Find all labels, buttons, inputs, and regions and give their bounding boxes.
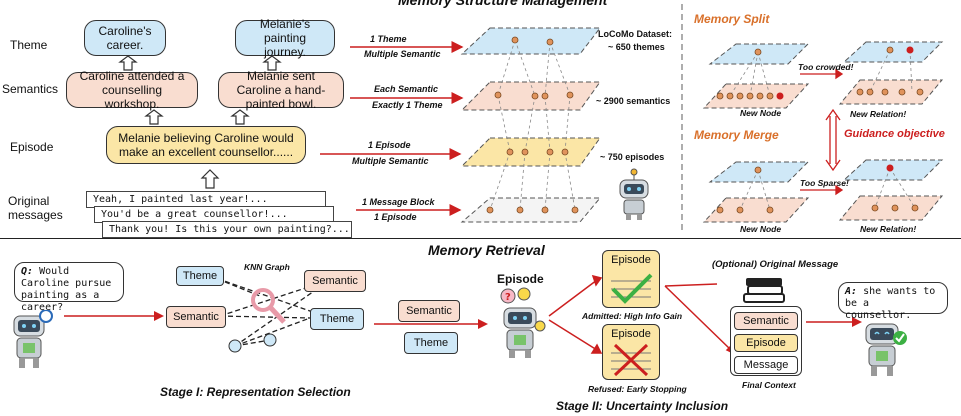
level-original-messages: Original messages [8, 194, 78, 222]
query-bubble: Q: Would Caroline pursue painting as a c… [14, 262, 124, 313]
context-episode: Episode [734, 334, 798, 352]
level-episode: Episode [10, 140, 54, 154]
new-node-label-1: New Node [740, 108, 782, 118]
arrow-label-msg-1: 1 Message Block [362, 197, 435, 207]
stat-episodes: ~ 750 episodes [600, 152, 665, 162]
split-merge-diagram [702, 41, 944, 223]
arrow-label-theme-2: Multiple Semantic [364, 49, 441, 59]
memory-split-title: Memory Split [694, 12, 770, 26]
answer-text: she wants to be a counsellor. [845, 286, 936, 321]
stat-themes: ~ 650 themes [608, 42, 665, 52]
memory-merge-title: Memory Merge [694, 128, 779, 142]
divider-horizontal [0, 238, 961, 239]
answer-bubble: A: she wants to be a counsellor. [838, 282, 948, 321]
query-arrow [64, 311, 164, 321]
admitted-label: Admitted: High Info Gain [582, 311, 683, 321]
level-original-messages-text: Original messages [8, 194, 63, 222]
branch-arrows [548, 274, 737, 356]
stage-1-label: Stage I: Representation Selection [160, 385, 351, 399]
selected-theme: Theme [404, 332, 458, 354]
robot-icon-answer [865, 323, 907, 376]
robot-icon-query [13, 310, 53, 368]
knn-graph-label: KNN Graph [244, 262, 290, 272]
episode-card-admitted: Episode [602, 250, 660, 308]
too-sparse-label: Too Sparse! [800, 178, 849, 188]
final-context-label: Final Context [742, 380, 796, 390]
graph-node-theme-2: Theme [310, 308, 364, 330]
cross-icon [611, 343, 651, 377]
answer-prefix: A: [845, 286, 858, 297]
memory-retrieval-title: Memory Retrieval [428, 242, 545, 258]
guidance-objective-label: Guidance objective [844, 128, 945, 140]
arrow-label-sem-1: Each Semantic [374, 84, 439, 94]
answer-arrow [806, 317, 862, 327]
memory-structure-title: Memory Structure Management [398, 0, 608, 8]
level-semantics: Semantics [2, 82, 59, 96]
arrow-label-ep-1: 1 Episode [368, 140, 411, 150]
graph-node-semantic-1: Semantic [166, 306, 226, 328]
new-relation-label-1: New Relation! [850, 109, 907, 119]
new-relation-label-2: New Relation! [860, 224, 917, 234]
query-text: Would Caroline pursue painting as a care… [21, 266, 112, 313]
too-crowded-label: Too crowded! [798, 62, 854, 72]
episode-robot-label: Episode [497, 272, 544, 286]
level-theme: Theme [10, 38, 48, 52]
graph-node-theme-1: Theme [176, 266, 224, 286]
episode-card-admitted-label: Episode [611, 254, 651, 266]
episode-card-refused: Episode [602, 324, 660, 380]
episode-bubble: Melanie believing Caroline would make an… [106, 126, 306, 164]
message-3: Thank you! Is this your own painting?... [102, 221, 352, 238]
check-icon [611, 273, 653, 304]
divider-vertical [681, 4, 683, 232]
arrow-label-msg-2: 1 Episode [374, 212, 417, 222]
graph-node-semantic-2: Semantic [304, 270, 366, 292]
robot-icon-top [619, 168, 649, 220]
optional-message-label: (Optional) Original Message [712, 259, 839, 270]
theme-bubble-career: Caroline's career. [84, 20, 166, 56]
selected-semantic: Semantic [398, 300, 460, 322]
selection-arrow [374, 319, 488, 329]
book-stack-icon [743, 278, 785, 303]
theme-bubble-painting: Melanie's painting journey. [235, 17, 335, 59]
arrow-label-ep-2: Multiple Semantic [352, 156, 429, 166]
episode-card-refused-label: Episode [611, 328, 651, 340]
semantic-bubble-bowl: Melanie sent Caroline a hand-painted bow… [218, 69, 344, 111]
arrow-label-theme-1: 1 Theme [370, 34, 407, 44]
semantic-bubble-workshop: Caroline attended a counselling workshop… [66, 69, 198, 111]
context-message: Message [734, 356, 798, 374]
stat-semantics: ~ 2900 semantics [596, 96, 671, 106]
arrow-label-sem-2: Exactly 1 Theme [372, 100, 443, 110]
new-node-label-2: New Node [740, 224, 782, 234]
robot-icon-thinking: ? [500, 287, 546, 358]
context-semantic: Semantic [734, 312, 798, 330]
stat-dataset: LoCoMo Dataset: [598, 29, 672, 39]
query-prefix: Q: [21, 266, 34, 277]
svg-text:?: ? [505, 292, 511, 303]
stage-2-label: Stage II: Uncertainty Inclusion [556, 399, 729, 413]
refused-label: Refused: Early Stopping [588, 384, 687, 394]
